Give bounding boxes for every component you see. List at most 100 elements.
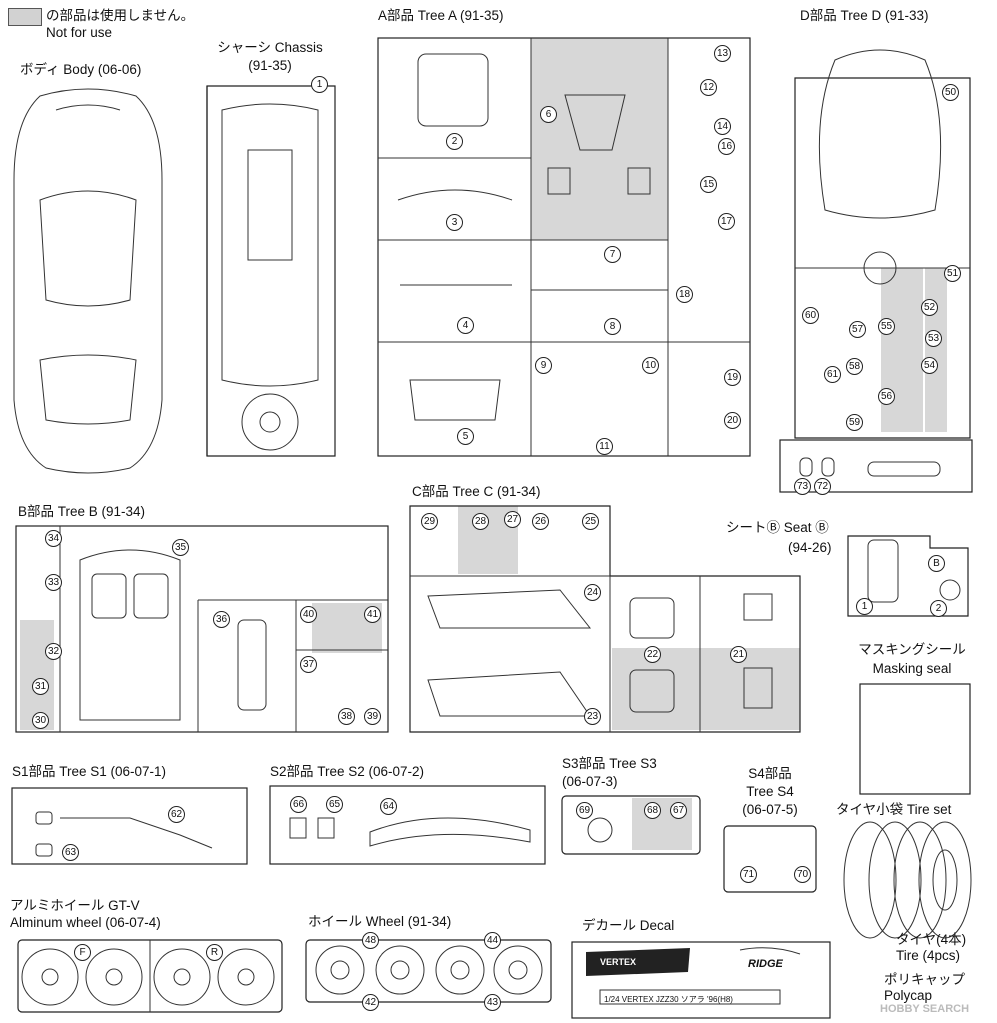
part-number: 20 (724, 412, 741, 429)
part-number: 48 (362, 932, 379, 949)
part-number: 2 (446, 133, 463, 150)
part-number: 43 (484, 994, 501, 1011)
tire-en: Tire (4pcs) (896, 948, 961, 963)
part-number: 3 (446, 214, 463, 231)
part-number: 29 (421, 513, 438, 530)
part-number: 5 (457, 428, 474, 445)
part-number: 71 (740, 866, 757, 883)
seat-b-frame (847, 535, 969, 617)
tree-d-frame (779, 49, 973, 493)
tree-s1-title: S1部品 Tree S1 (06-07-1) (12, 764, 167, 779)
part-number: 33 (45, 574, 62, 591)
part-number: 32 (45, 643, 62, 660)
tree-s4-title2: Tree S4 (746, 784, 794, 799)
part-number: 65 (326, 796, 343, 813)
wheel-frame (305, 939, 552, 1003)
tree-a-frame (377, 37, 751, 457)
part-number: 57 (849, 321, 866, 338)
part-number: 36 (213, 611, 230, 628)
part-number: 4 (457, 317, 474, 334)
tree-a-title: A部品 Tree A (91-35) (378, 8, 504, 23)
part-number: 67 (670, 802, 687, 819)
decal-caption: 1/24 VERTEX JZZ30 ソアラ '96(H8) (604, 995, 733, 1004)
part-number: 70 (794, 866, 811, 883)
part-number: 30 (32, 712, 49, 729)
part-number: 12 (700, 79, 717, 96)
part-number: 23 (584, 708, 601, 725)
tire-set (843, 821, 972, 939)
part-number: 69 (576, 802, 593, 819)
tree-s4-code: (06-07-5) (742, 802, 798, 817)
chassis-title: シャーシ Chassis (217, 40, 323, 55)
part-number: 73 (794, 478, 811, 495)
part-number: 42 (362, 994, 379, 1011)
decal-brand: VERTEX (600, 957, 637, 967)
rear-mark: R (206, 944, 223, 961)
seat-b-title: シートⒷ Seat Ⓑ (726, 520, 829, 535)
part-number: 56 (878, 388, 895, 405)
part-number: 26 (532, 513, 549, 530)
part-number: 51 (944, 265, 961, 282)
alu-wheel-title: アルミホイール GT-V (10, 898, 140, 913)
part-number: 54 (921, 357, 938, 374)
body-title: ボディ Body (06-06) (20, 62, 142, 77)
polycap-jp: ポリキャップ (884, 972, 965, 987)
part-number: 38 (338, 708, 355, 725)
part-number: 58 (846, 358, 863, 375)
decal-logo: RIDGE (748, 958, 783, 970)
part-number: 8 (604, 318, 621, 335)
polycap-en: Polycap (884, 988, 933, 1003)
tree-s1-frame (11, 787, 248, 865)
chassis-frame (206, 78, 336, 457)
tree-s2-frame (269, 785, 546, 865)
wheel-title: ホイール Wheel (91-34) (308, 914, 452, 929)
part-number: 1 (311, 76, 328, 93)
watermark: HOBBY SEARCH (880, 1003, 970, 1015)
part-number: 62 (168, 806, 185, 823)
tree-d-title: D部品 Tree D (91-33) (800, 8, 929, 23)
seat-part-number: 2 (930, 600, 947, 617)
part-number: 10 (642, 357, 659, 374)
part-number: 40 (300, 606, 317, 623)
alu-wheel-title2: Alminum wheel (06-07-4) (10, 915, 161, 930)
decal-title: デカール Decal (582, 918, 675, 933)
body-shell (13, 88, 163, 474)
front-mark: F (74, 944, 91, 961)
tree-s4-frame (723, 825, 817, 893)
seat-part-number: B (928, 555, 945, 572)
part-number: 25 (582, 513, 599, 530)
part-number: 44 (484, 932, 501, 949)
part-number: 52 (921, 299, 938, 316)
part-number: 22 (644, 646, 661, 663)
part-number: 41 (364, 606, 381, 623)
part-number: 60 (802, 307, 819, 324)
masking-seal (859, 683, 971, 795)
part-number: 55 (878, 318, 895, 335)
part-number: 19 (724, 369, 741, 386)
part-number: 13 (714, 45, 731, 62)
part-number: 21 (730, 646, 747, 663)
unused-swatch (8, 8, 42, 26)
part-number: 53 (925, 330, 942, 347)
decal-sheet (571, 941, 831, 1019)
part-number: 35 (172, 539, 189, 556)
seat-b-code: (94-26) (788, 540, 832, 555)
part-number: 27 (504, 511, 521, 528)
part-number: 11 (596, 438, 613, 455)
part-number: 64 (380, 798, 397, 815)
part-number: 15 (700, 176, 717, 193)
tire-jp: タイヤ(4本) (896, 932, 967, 947)
tree-b-frame (15, 525, 389, 733)
alu-wheel-frame (17, 939, 283, 1013)
tree-s4-title: S4部品 (748, 766, 792, 781)
part-number: 61 (824, 366, 841, 383)
tree-b-title: B部品 Tree B (91-34) (18, 504, 146, 519)
tire-set-title: タイヤ小袋 Tire set (836, 802, 952, 817)
tree-c-title: C部品 Tree C (91-34) (412, 484, 541, 499)
masking-title-jp: マスキングシール (858, 642, 966, 657)
legend-jp: の部品は使用しません。 (46, 8, 195, 23)
part-number: 50 (942, 84, 959, 101)
tree-s3-title: S3部品 Tree S3 (562, 756, 657, 771)
